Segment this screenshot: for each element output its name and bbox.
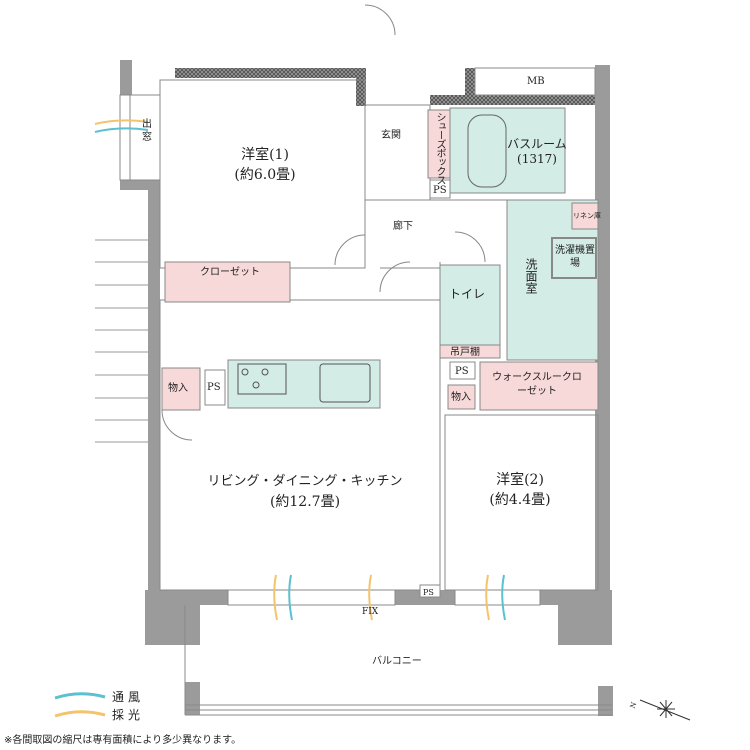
hanging-cabinet-label: 吊戸棚 [450, 347, 480, 358]
walls [120, 60, 613, 716]
room-name: リビング・ダイニング・キッチン [207, 474, 403, 489]
closet-label: クローゼット [200, 267, 260, 278]
ps-label-3: PS [455, 366, 469, 377]
ps-label-2: PS [207, 382, 221, 393]
ventilation-legend-icon [54, 692, 106, 700]
footnote: ※各間取図の縮尺は専有面積により多少異なります。 [4, 735, 242, 746]
room-size: (約4.4畳) [489, 492, 551, 508]
room-western1: 洋室(1) (約6.0畳) [215, 145, 315, 185]
room-western2: 洋室(2) (約4.4畳) [455, 470, 585, 510]
room-size: (1317) [517, 152, 557, 166]
balcony-label: バルコニー [372, 656, 422, 667]
corridor-label: 廊下 [393, 221, 413, 232]
entrance-label: 玄関 [381, 130, 401, 141]
room-size: (約6.0畳) [234, 167, 296, 183]
legend-ventilation: 通風 [112, 690, 145, 704]
room-name: 洋室(2) [496, 472, 544, 488]
daylight-legend-icon [54, 710, 106, 718]
legend-daylight: 採光 [112, 708, 145, 722]
ps-label-4: PS [423, 588, 434, 597]
room-name: 洋室(1) [241, 147, 289, 163]
toilet-label: トイレ [449, 287, 486, 301]
storage-label: 物入 [168, 383, 188, 394]
stairs [95, 239, 148, 443]
room-name: バスルーム [507, 137, 567, 151]
washer-label: 洗濯機置場 [555, 245, 595, 269]
mb-label: MB [527, 76, 545, 87]
fix-label: FIX [362, 607, 379, 617]
shoebox-label: シューズボックス [434, 112, 445, 184]
linen-label: リネン庫 [573, 212, 601, 220]
room-size: (約12.7畳) [269, 494, 341, 510]
room-ldk: リビング・ダイニング・キッチン (約12.7畳) [195, 472, 415, 512]
wic-label: ウォークスルークローゼット [492, 372, 582, 397]
bay-window-label: 出窓 [142, 119, 152, 143]
washroom-label: 洗面室 [524, 258, 538, 294]
room-bath: バスルーム(1317) [502, 137, 572, 167]
storage-label-2: 物入 [451, 392, 471, 403]
ps-label: PS [433, 185, 447, 196]
compass-icon [639, 699, 691, 721]
windows [119, 94, 541, 606]
